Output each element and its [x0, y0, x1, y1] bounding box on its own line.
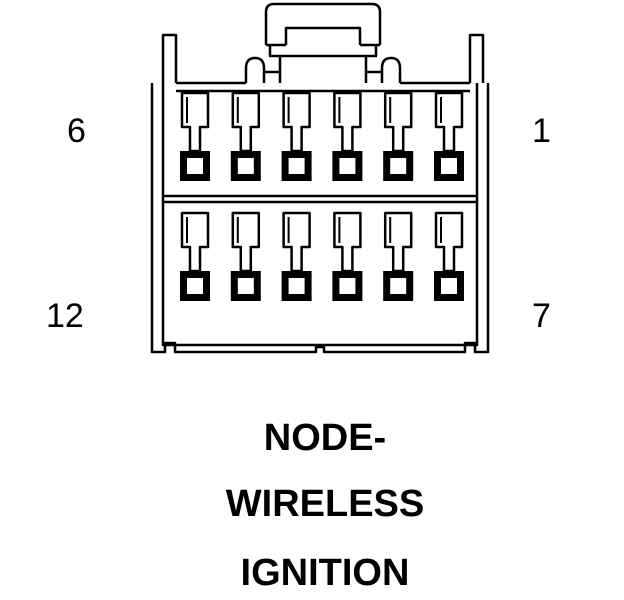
caption-line-ignition: IGNITION: [240, 552, 410, 594]
caption-line-node: NODE-: [263, 417, 387, 459]
lock-latch: [264, 2, 382, 45]
caption-line-wireless: WIRELESS: [225, 483, 425, 525]
pin-cavity: [383, 211, 414, 301]
pin-cavities: [180, 91, 464, 301]
pin-cavity: [332, 91, 363, 181]
pin-cavity: [180, 91, 210, 181]
connector-body: [150, 2, 490, 354]
pin-label-1: 1: [532, 112, 551, 150]
pin-cavity: [230, 211, 261, 301]
pin-label-12: 12: [46, 297, 84, 335]
pin-cavity: [281, 91, 312, 181]
pin-cavity: [230, 91, 261, 181]
pin-cavity: [332, 211, 363, 301]
pin-cavity: [434, 91, 464, 181]
pin-cavity: [180, 211, 210, 301]
pin-label-6: 6: [67, 112, 86, 150]
pin-cavity: [383, 91, 414, 181]
pin-cavity: [281, 211, 312, 301]
pin-cavity: [434, 211, 464, 301]
pin-label-7: 7: [532, 297, 551, 335]
